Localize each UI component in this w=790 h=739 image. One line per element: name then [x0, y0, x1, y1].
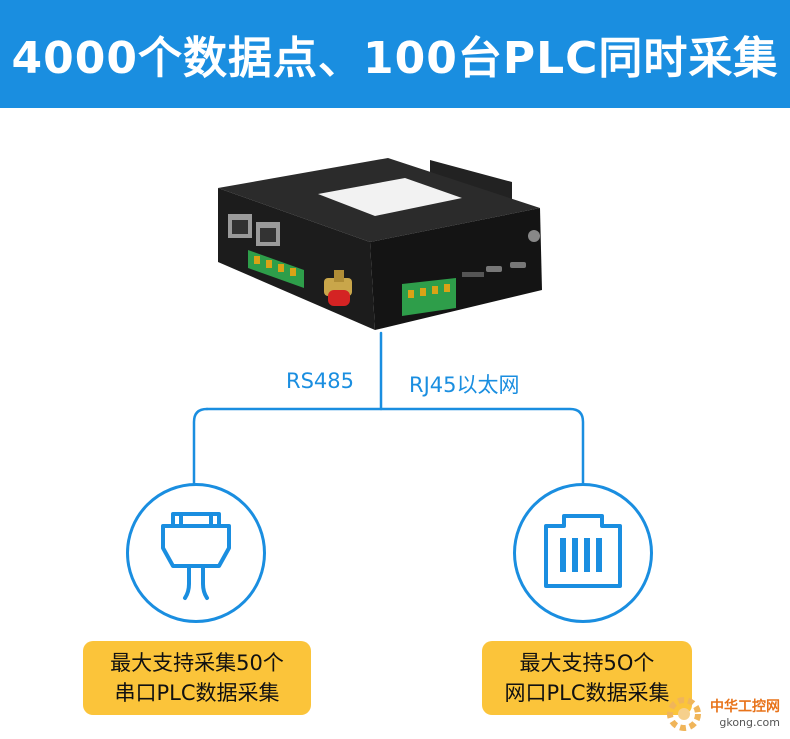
- watermark-url: gkong.com: [719, 716, 780, 729]
- ethernet-plc-box: 最大支持5O个 网口PLC数据采集: [482, 641, 692, 715]
- ethernet-plc-line2: 网口PLC数据采集: [504, 681, 670, 705]
- serial-icon-circle: [126, 483, 266, 623]
- gear-icon: [667, 697, 701, 731]
- page-title: 4000个数据点、100台PLC同时采集: [11, 33, 779, 84]
- rs485-label: RS485: [286, 369, 355, 393]
- rj45-label: RJ45以太网: [409, 373, 520, 397]
- header-banner: 4000个数据点、100台PLC同时采集: [0, 0, 790, 108]
- serial-plc-line1: 最大支持采集50个: [110, 651, 284, 675]
- ethernet-plc-line1: 最大支持5O个: [519, 651, 655, 675]
- ethernet-port-icon: [544, 514, 622, 588]
- watermark: 中华工控网 gkong.com: [667, 696, 780, 731]
- ethernet-icon-circle: [513, 483, 653, 623]
- serial-plc-box: 最大支持采集50个 串口PLC数据采集: [83, 641, 311, 715]
- serial-plc-line2: 串口PLC数据采集: [114, 681, 280, 705]
- serial-port-icon: [161, 512, 231, 600]
- watermark-text: 中华工控网: [710, 699, 780, 715]
- gateway-device-image: [218, 158, 542, 330]
